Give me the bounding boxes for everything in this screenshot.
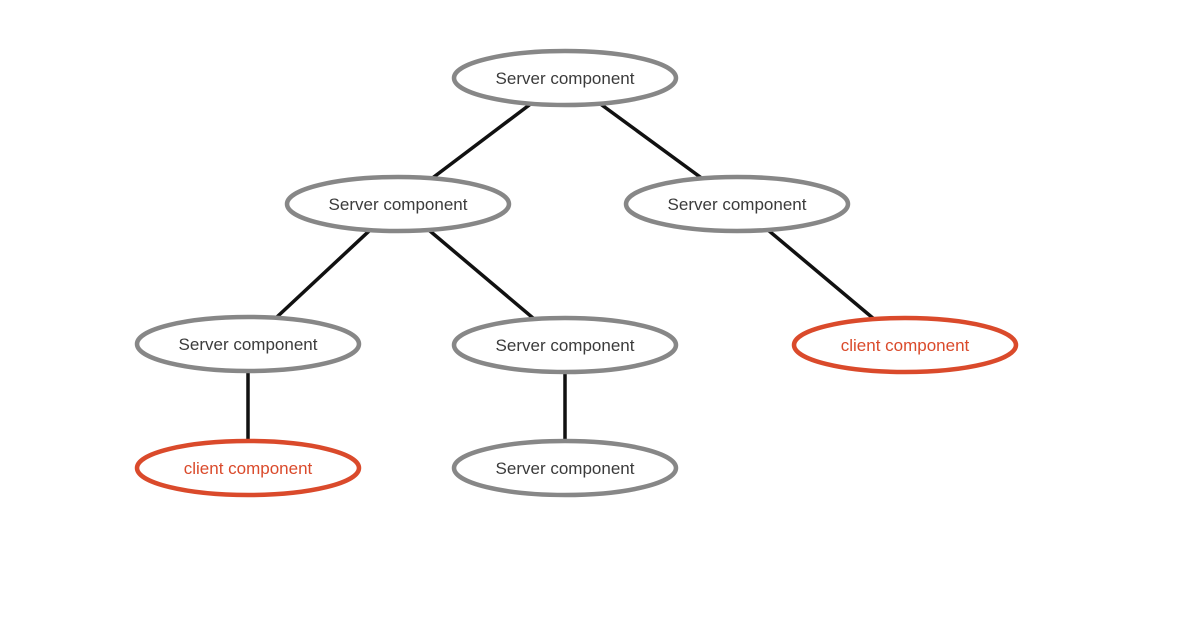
server-node-label: Server component [496, 336, 635, 355]
server-node-ellipse [134, 314, 362, 374]
tree-node-server-l4-mid: Server component [451, 438, 679, 498]
tree-node-client-l3-right: client component [791, 315, 1019, 375]
tree-node-server-root: Server component [451, 48, 679, 108]
server-node-label: Server component [329, 195, 468, 214]
server-node-ellipse [451, 438, 679, 498]
client-node-ellipse [134, 438, 362, 498]
tree-node-server-l2-right: Server component [623, 174, 851, 234]
server-node-label: Server component [668, 195, 807, 214]
server-node-ellipse [451, 48, 679, 108]
server-node-ellipse [284, 174, 512, 234]
server-node-label: Server component [496, 69, 635, 88]
server-node-ellipse [623, 174, 851, 234]
client-node-label: client component [841, 336, 970, 355]
server-node-ellipse [451, 315, 679, 375]
server-node-label: Server component [179, 335, 318, 354]
tree-edges [246, 76, 907, 468]
tree-node-server-l3-mid: Server component [451, 315, 679, 375]
client-node-label: client component [184, 459, 313, 478]
tree-nodes: Server component Server component Server… [134, 48, 1019, 498]
tree-node-client-l4-left: client component [134, 438, 362, 498]
tree-node-server-l3-left: Server component [134, 314, 362, 374]
client-node-ellipse [791, 315, 1019, 375]
tree-node-server-l2-left: Server component [284, 174, 512, 234]
server-node-label: Server component [496, 459, 635, 478]
